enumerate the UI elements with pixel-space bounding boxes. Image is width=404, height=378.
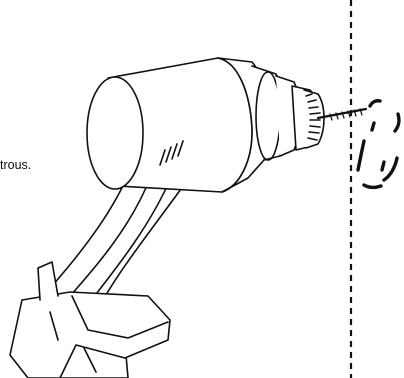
drill-body — [86, 57, 253, 193]
drill-bit-icon — [316, 107, 368, 121]
drill-hole-marking-icon — [356, 99, 401, 190]
drill-collar — [217, 57, 301, 193]
drill-handle — [9, 147, 197, 378]
drill-chuck — [291, 85, 325, 151]
caption-text: trous. — [0, 158, 32, 172]
